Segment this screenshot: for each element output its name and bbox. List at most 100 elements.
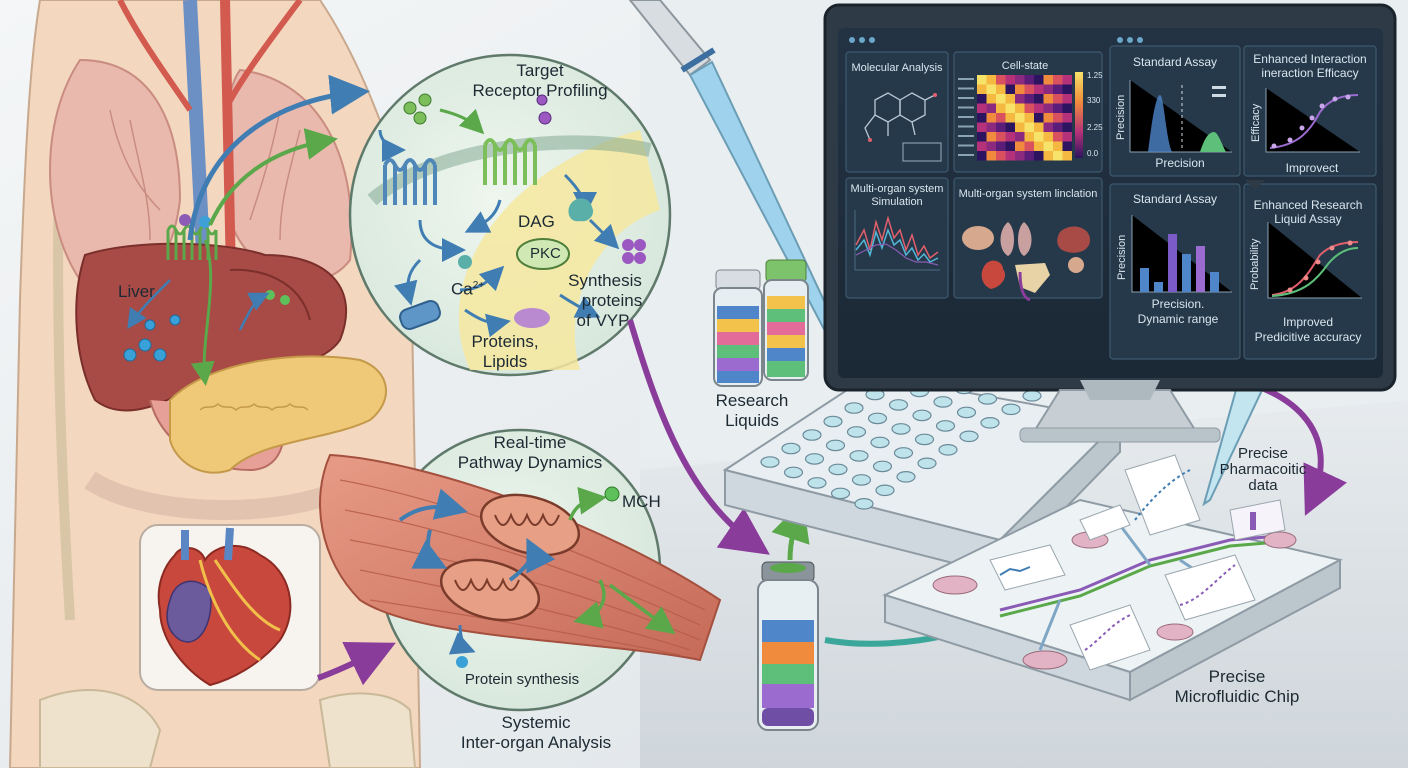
screen-multi-organ-1-line1: Multi-organ system	[850, 183, 944, 195]
heatmap-cell	[996, 141, 1006, 151]
proteins-line1: Proteins,	[471, 332, 539, 351]
heatmap-cell	[977, 113, 987, 123]
heatmap-cell	[1005, 122, 1015, 132]
heatmap-cell	[1053, 151, 1063, 161]
enhanced-research-chart	[1267, 222, 1362, 299]
well	[956, 406, 977, 419]
well	[891, 423, 911, 435]
heatmap-cell	[1062, 84, 1072, 94]
human-torso	[8, 0, 422, 768]
heatmap-row-label	[958, 125, 974, 128]
well	[959, 430, 979, 443]
heatmap-cell	[1053, 75, 1063, 85]
screen-std2-xlabel-line2: Dynamic range	[1137, 312, 1219, 326]
well	[854, 497, 874, 510]
heatmap-cell	[977, 84, 987, 94]
heatmap-row-label	[958, 97, 974, 99]
heatmap-cell	[977, 94, 987, 104]
pharma-line3: data	[1248, 477, 1278, 494]
research-liquids-line1: Research	[715, 391, 789, 410]
well	[1022, 389, 1042, 402]
heat-tick-4: 0.0	[1087, 149, 1099, 158]
screen-enh2-xlabel-line1: Improved	[1282, 315, 1334, 329]
heatmap-cell	[1053, 84, 1063, 94]
heatmap-cell	[1043, 75, 1053, 85]
screen-molecular-analysis: Molecular Analysis	[851, 62, 943, 74]
heatmap-cell	[1034, 94, 1044, 104]
well	[875, 484, 895, 497]
heat-tick-1: 1.25	[1087, 71, 1103, 80]
heatmap-cell	[1053, 94, 1063, 104]
heatmap-row-label	[958, 106, 974, 109]
heatmap-cell	[1005, 75, 1015, 85]
heatmap-cell	[1024, 113, 1034, 123]
screen-enh1-ylabel: Efficacy	[1250, 103, 1262, 142]
heatmap-cell	[986, 75, 996, 85]
heatmap-cell	[977, 151, 987, 161]
well	[828, 463, 848, 476]
monitor	[823, 3, 1397, 443]
heatmap-row-label	[958, 144, 974, 147]
heatmap-cell	[1015, 132, 1025, 142]
proteins-line2: Lipids	[482, 352, 528, 371]
heatmap-cell	[1024, 141, 1034, 151]
pathway-title-line1: Real-time	[493, 433, 567, 452]
cell-state-heatmap	[958, 75, 1072, 161]
assay-bar	[1140, 268, 1149, 292]
heatmap-cell	[996, 113, 1006, 123]
heatmap-cell	[1015, 103, 1025, 113]
heatmap-cell	[1062, 75, 1072, 85]
heatmap-cell	[996, 103, 1006, 113]
well	[917, 457, 937, 470]
heatmap-cell	[1043, 141, 1053, 151]
chip-line1: Precise	[1208, 667, 1266, 686]
well	[888, 399, 909, 411]
receptor-title-line1: Target	[516, 61, 564, 80]
heatmap-cell	[977, 132, 987, 142]
heatmap-cell	[996, 132, 1006, 142]
heatmap-cell	[986, 103, 996, 113]
pkc-label: PKC	[530, 245, 561, 262]
screen-std1-ylabel: Precision	[1115, 94, 1127, 140]
heatmap-cell	[977, 122, 987, 132]
screen-std2-xlabel-line1: Precision.	[1151, 297, 1205, 311]
heatmap-cell	[1043, 151, 1053, 161]
well	[783, 466, 804, 479]
organ-models	[962, 222, 1090, 302]
well	[830, 487, 851, 500]
well	[896, 470, 916, 483]
heatmap-cell	[1034, 141, 1044, 151]
well	[807, 477, 827, 489]
screen-enhanced-2-line1: Enhanced Research	[1253, 198, 1363, 212]
heatmap-cell	[1062, 132, 1072, 142]
heatmap-row-label	[958, 87, 974, 90]
well	[893, 447, 914, 459]
screen-std1-xlabel: Precision	[1155, 156, 1205, 170]
dag-label: DAG	[518, 212, 555, 231]
well	[1001, 403, 1021, 416]
heatmap-cell	[1053, 103, 1063, 113]
well	[867, 412, 888, 425]
heatmap-cell	[1034, 113, 1044, 123]
research-liquids-line2: Liquids	[725, 411, 779, 430]
screen-standard-assay-1: Standard Assay	[1132, 55, 1218, 69]
well	[804, 453, 825, 465]
heatmap-cell	[1062, 122, 1072, 132]
protein-synthesis-label: Protein synthesis	[464, 671, 580, 688]
calcium-label: Ca2+	[451, 279, 485, 299]
molecule-structure	[864, 92, 942, 162]
heat-tick-2: 330	[1087, 96, 1101, 105]
heatmap-cell	[1034, 75, 1044, 85]
heatmap-cell	[1043, 132, 1053, 142]
systemic-line2: Inter-organ Analysis	[460, 733, 612, 752]
heatmap-cell	[1005, 132, 1015, 142]
heatmap-cell	[986, 84, 996, 94]
screen-std2-ylabel: Precision	[1116, 234, 1128, 280]
pathway-dynamics-circle	[319, 428, 722, 712]
heatmap-cell	[1034, 122, 1044, 132]
heatmap-cell	[996, 75, 1006, 85]
heatmap-cell	[1005, 151, 1015, 161]
heat-tick-3: 2.25	[1087, 123, 1103, 132]
mch-label: MCH	[622, 492, 661, 511]
